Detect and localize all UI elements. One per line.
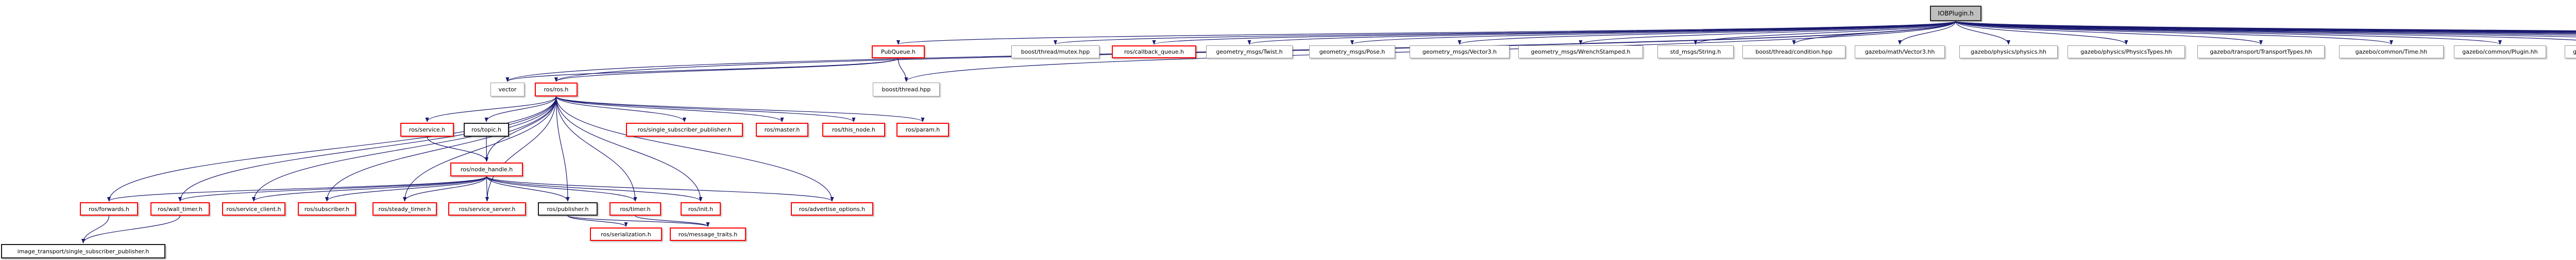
edge-service-to-nodehandle bbox=[427, 136, 488, 162]
graph-node-param[interactable]: ros/param.h bbox=[896, 123, 949, 137]
graph-node-gzphystypes[interactable]: gazebo/physics/PhysicsTypes.hh bbox=[2067, 45, 2185, 58]
edge-root-to-gzsensmgr bbox=[1955, 21, 2576, 36]
edge-rosros-to-master bbox=[555, 96, 784, 122]
graph-node-gztime[interactable]: gazebo/common/Time.hh bbox=[2339, 45, 2444, 58]
graph-node-subscriber[interactable]: ros/subscriber.h bbox=[298, 202, 356, 216]
edge-nodehandle-to-subscriber bbox=[325, 176, 487, 202]
edge-root-to-gzphysics bbox=[1955, 21, 2010, 45]
edge-root-to-gzsenstypes bbox=[1955, 21, 2576, 35]
graph-node-itssp[interactable]: image_transport/single_subscriber_publis… bbox=[1, 244, 165, 258]
graph-node-svcserver[interactable]: ros/service_server.h bbox=[448, 202, 526, 216]
edge-root-to-gzplugin bbox=[1955, 21, 2502, 45]
graph-node-publisher[interactable]: ros/publisher.h bbox=[538, 202, 598, 216]
edge-rosros-to-timer bbox=[555, 96, 637, 202]
graph-node-vec3[interactable]: geometry_msgs/Vector3.h bbox=[1410, 45, 1510, 58]
edge-nodehandle-to-timer bbox=[486, 176, 637, 202]
edge-nodehandle-to-walltimer bbox=[178, 176, 487, 202]
graph-node-gzphysics[interactable]: gazebo/physics/physics.hh bbox=[1959, 45, 2058, 58]
edge-pubqueue-to-threadhpp bbox=[897, 58, 908, 82]
edge-rosros-to-topic bbox=[484, 96, 557, 122]
edge-timer-to-msgtraits bbox=[635, 215, 710, 227]
graph-node-timer[interactable]: ros/timer.h bbox=[609, 202, 661, 216]
edge-rosros-to-publisher bbox=[555, 96, 570, 202]
edge-walltimer-to-itssp bbox=[81, 215, 181, 243]
edge-root-to-twist bbox=[1247, 21, 1956, 45]
edge-root-to-gzmathvec3 bbox=[1898, 21, 1956, 45]
graph-node-condition[interactable]: boost/thread/condition.hpp bbox=[1742, 45, 1845, 58]
edge-root-to-pose bbox=[1350, 21, 1956, 45]
edge-root-to-gztime bbox=[1955, 21, 2393, 45]
graph-node-pubqueue[interactable]: PubQueue.h bbox=[872, 45, 925, 58]
graph-node-wrench[interactable]: geometry_msgs/WrenchStamped.h bbox=[1518, 45, 1643, 58]
graph-node-twist[interactable]: geometry_msgs/Twist.h bbox=[1206, 45, 1293, 58]
graph-node-msgtraits[interactable]: ros/message_traits.h bbox=[670, 228, 746, 241]
edge-root-to-wrench bbox=[1579, 21, 1956, 45]
graph-node-mutex[interactable]: boost/thread/mutex.hpp bbox=[1011, 45, 1099, 58]
edge-nodehandle-to-svcclient bbox=[252, 176, 487, 202]
edge-rosros-to-param bbox=[555, 96, 925, 122]
edge-rosros-to-init bbox=[555, 96, 703, 202]
edge-nodehandle-to-init bbox=[486, 176, 703, 202]
graph-node-advopts[interactable]: ros/advertise_options.h bbox=[791, 202, 873, 216]
graph-node-master[interactable]: ros/master.h bbox=[756, 123, 808, 137]
dependency-edges bbox=[81, 21, 2576, 243]
edge-rosros-to-service bbox=[425, 96, 557, 122]
edge-root-to-robotstate bbox=[1955, 21, 2576, 31]
graph-node-service[interactable]: ros/service.h bbox=[400, 123, 454, 137]
graph-node-steadytimer[interactable]: ros/steady_timer.h bbox=[372, 202, 437, 216]
edge-rosros-to-walltimer bbox=[178, 96, 557, 202]
graph-node-pose[interactable]: geometry_msgs/Pose.h bbox=[1309, 45, 1395, 58]
graph-node-rosros[interactable]: ros/ros.h bbox=[535, 83, 578, 96]
graph-node-vector[interactable]: vector bbox=[490, 83, 524, 96]
edge-rosros-to-ssp bbox=[555, 96, 686, 122]
graph-node-stdstring[interactable]: std_msgs/String.h bbox=[1657, 45, 1734, 58]
graph-node-gzplugin[interactable]: gazebo/common/Plugin.hh bbox=[2454, 45, 2546, 58]
graph-node-ssp[interactable]: ros/single_subscriber_publisher.h bbox=[626, 123, 743, 137]
graph-node-threadhpp[interactable]: boost/thread.hpp bbox=[873, 83, 940, 96]
edge-rosros-to-svcclient bbox=[252, 96, 557, 202]
edge-rosros-to-svcserver bbox=[485, 96, 557, 202]
graph-node-gzmathvec3[interactable]: gazebo/math/Vector3.hh bbox=[1855, 45, 1945, 58]
graph-root-node: IOBPlugin.h bbox=[1930, 6, 1981, 21]
graph-node-init[interactable]: ros/init.h bbox=[681, 202, 721, 216]
edge-root-to-gzevents bbox=[1955, 21, 2576, 41]
graph-node-nodehandle[interactable]: ros/node_handle.h bbox=[450, 163, 523, 176]
graph-node-cbqueue[interactable]: ros/callback_queue.h bbox=[1112, 45, 1196, 58]
edge-root-to-vec3 bbox=[1458, 21, 1956, 45]
graph-node-walltimer[interactable]: ros/wall_timer.h bbox=[150, 202, 210, 216]
graph-node-gztransport[interactable]: gazebo/transport/TransportTypes.hh bbox=[2197, 45, 2325, 58]
edge-publisher-to-msgtraits bbox=[567, 215, 710, 227]
graph-node-serialization[interactable]: ros/serialization.h bbox=[590, 228, 662, 241]
edge-nodehandle-to-publisher bbox=[486, 176, 570, 202]
edge-rosros-to-thisnode bbox=[555, 96, 856, 122]
edge-publisher-to-serialization bbox=[567, 215, 628, 227]
edge-root-to-gzphystypes bbox=[1955, 21, 2128, 45]
graph-node-topic[interactable]: ros/topic.h bbox=[464, 123, 509, 137]
graph-node-gzevents[interactable]: gazebo/common/Events.hh bbox=[2565, 45, 2576, 58]
edge-root-to-gzpid bbox=[1955, 21, 2576, 38]
edge-rosros-to-forwards bbox=[107, 96, 557, 202]
edge-nodehandle-to-steadytimer bbox=[403, 176, 487, 202]
graph-node-forwards[interactable]: ros/forwards.h bbox=[80, 202, 138, 216]
edge-topic-to-nodehandle bbox=[484, 136, 488, 162]
edge-root-to-gztransport bbox=[1955, 21, 2263, 45]
edge-nodehandle-to-forwards bbox=[107, 176, 487, 202]
edge-nodehandle-to-advopts bbox=[486, 176, 834, 202]
graph-node-svcclient[interactable]: ros/service_client.h bbox=[222, 202, 285, 216]
edge-pubqueue-to-rosros bbox=[554, 58, 899, 82]
graph-node-thisnode[interactable]: ros/this_node.h bbox=[822, 123, 885, 137]
edge-rosros-to-subscriber bbox=[325, 96, 557, 202]
edge-rosros-to-nodehandle bbox=[485, 96, 557, 162]
edge-root-to-pubqueue bbox=[896, 21, 1956, 45]
edge-rosros-to-steadytimer bbox=[403, 96, 557, 202]
edge-rosros-to-advopts bbox=[555, 96, 834, 202]
